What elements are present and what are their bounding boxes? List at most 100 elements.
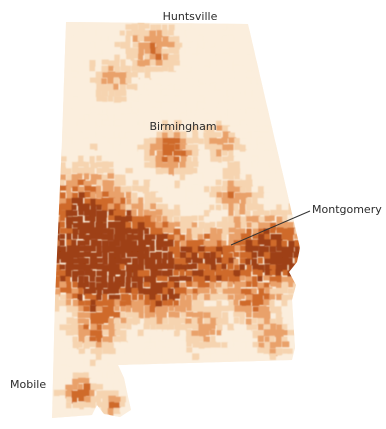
tract-cell xyxy=(132,216,139,224)
tract-cell xyxy=(161,335,167,341)
tract-cell xyxy=(245,269,252,278)
tract-cell xyxy=(192,131,199,139)
tract-cell xyxy=(258,222,265,230)
tract-cell xyxy=(197,30,205,38)
tract-cell xyxy=(252,312,259,318)
tract-cell xyxy=(203,36,209,42)
tract-cell xyxy=(72,372,79,379)
tract-cell xyxy=(144,198,153,207)
tract-cell xyxy=(222,228,230,235)
tract-cell xyxy=(114,203,122,211)
tract-cell xyxy=(66,305,73,313)
tract-cell xyxy=(203,210,210,218)
tract-cell xyxy=(264,210,270,218)
tract-cell xyxy=(246,324,252,332)
tract-cell xyxy=(281,186,289,194)
tract-cell xyxy=(120,96,127,102)
tract-cell xyxy=(89,258,98,264)
tract-cell xyxy=(150,269,158,278)
tract-cell xyxy=(197,263,206,270)
tract-cell xyxy=(161,311,167,320)
tract-cell xyxy=(228,198,236,206)
tract-cell xyxy=(155,72,162,81)
tract-cell xyxy=(113,60,120,68)
tract-cell xyxy=(174,143,183,150)
tract-cell xyxy=(65,324,74,330)
tract-cell xyxy=(168,377,177,386)
tract-cell xyxy=(144,389,152,396)
tract-cell xyxy=(197,372,204,379)
tract-cell xyxy=(107,168,114,175)
tract-cell xyxy=(72,408,80,416)
tract-cell xyxy=(156,378,165,387)
tract-cell xyxy=(227,389,234,397)
tract-cell xyxy=(167,126,173,133)
tract-cell xyxy=(78,305,85,312)
tract-cell xyxy=(78,252,84,258)
tract-cell xyxy=(281,414,289,418)
tract-cell xyxy=(204,396,211,404)
tract-cell xyxy=(263,186,271,193)
tract-cell xyxy=(233,197,240,204)
tract-cell xyxy=(246,378,253,385)
tract-cell xyxy=(66,198,72,207)
tract-cell xyxy=(234,396,240,404)
tract-cell xyxy=(186,36,194,44)
tract-cell xyxy=(233,354,239,362)
tract-cell xyxy=(71,288,80,296)
tract-cell xyxy=(114,227,121,235)
tract-cell xyxy=(89,60,96,67)
tract-cell xyxy=(257,155,265,161)
tract-cell xyxy=(233,95,240,102)
tract-cell xyxy=(155,288,164,294)
tract-cell xyxy=(222,23,228,32)
tract-cell xyxy=(53,174,62,182)
tract-cell xyxy=(288,294,295,302)
tract-cell xyxy=(53,239,59,246)
tract-cell xyxy=(168,54,176,63)
tract-cell xyxy=(155,24,162,32)
tract-cell xyxy=(168,395,176,404)
tract-cell xyxy=(240,245,248,251)
tract-cell xyxy=(186,288,193,295)
tract-cell xyxy=(120,204,127,212)
tract-cell xyxy=(113,263,121,270)
tract-cell xyxy=(270,378,278,385)
tract-cell xyxy=(65,132,74,139)
tract-cell xyxy=(198,329,206,338)
tract-cell xyxy=(233,168,242,176)
tract-cell xyxy=(89,48,98,55)
tract-cell xyxy=(210,341,217,348)
tract-cell xyxy=(174,348,181,356)
tract-cell xyxy=(185,257,192,264)
tract-cell xyxy=(198,300,206,309)
tract-cell xyxy=(216,275,223,281)
tract-cell xyxy=(222,407,228,414)
tract-cell xyxy=(300,102,305,108)
tract-cell xyxy=(222,150,228,156)
tract-cell xyxy=(114,72,122,79)
tract-cell xyxy=(221,114,228,121)
tract-cell xyxy=(197,203,205,212)
tract-cell xyxy=(162,36,170,44)
tract-cell xyxy=(282,221,288,229)
tract-cell xyxy=(282,264,288,272)
tract-cell xyxy=(149,240,155,247)
tract-cell xyxy=(71,395,78,404)
tract-cell xyxy=(240,77,249,85)
tract-cell xyxy=(108,395,116,404)
tract-cell xyxy=(204,144,211,152)
tract-cell xyxy=(52,54,56,61)
tract-cell xyxy=(137,251,144,259)
tract-cell xyxy=(246,312,252,318)
tract-cell xyxy=(120,414,126,418)
tract-cell xyxy=(137,276,144,284)
tract-cell xyxy=(89,275,96,282)
tract-cell xyxy=(107,114,116,120)
tract-cell xyxy=(227,191,234,200)
tract-cell xyxy=(108,215,115,221)
tract-cell xyxy=(258,24,264,30)
tract-cell xyxy=(203,287,210,294)
tract-cell xyxy=(257,390,265,399)
tract-cell xyxy=(240,233,249,241)
